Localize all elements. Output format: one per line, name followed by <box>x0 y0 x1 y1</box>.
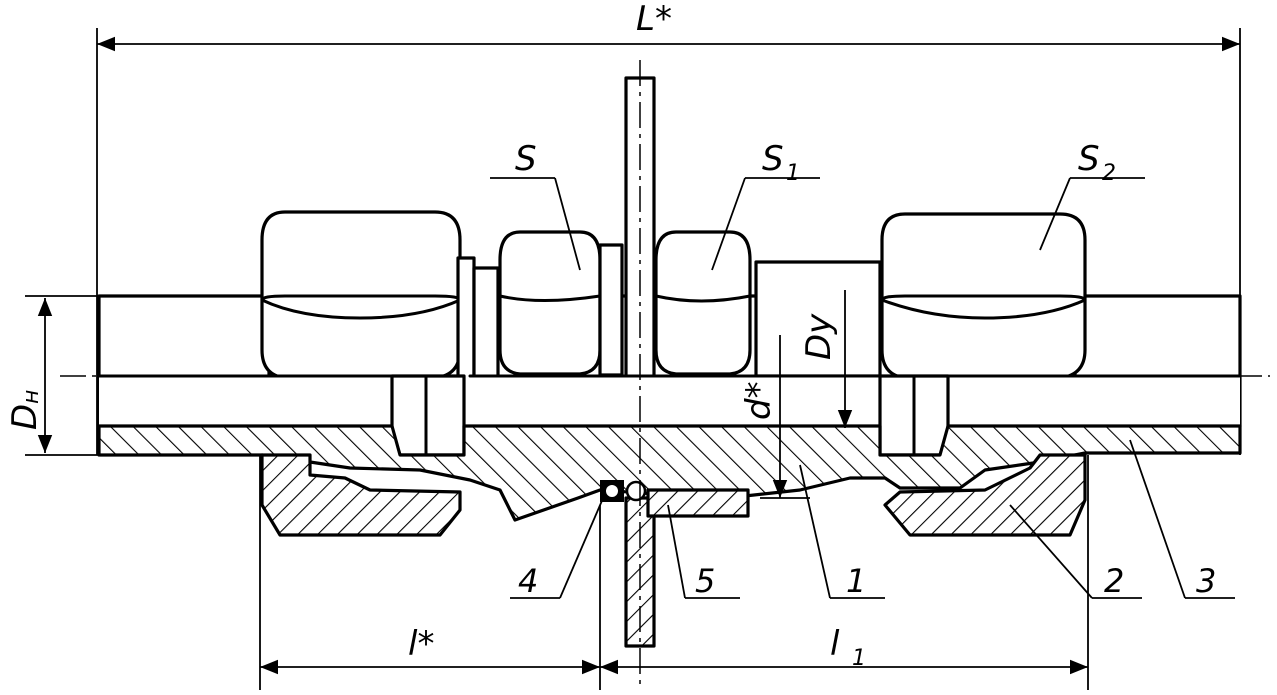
part-number-labels: 4 5 1 2 3 <box>518 562 1216 600</box>
wrench-size-s-label: S <box>515 139 537 179</box>
svg-text:l: l <box>830 624 840 664</box>
svg-text:1: 1 <box>852 646 866 671</box>
svg-text:1: 1 <box>786 161 800 186</box>
total-length-label: L* <box>636 0 672 39</box>
right-length-label: l 1 <box>830 624 866 671</box>
inner-diameter-label: d* <box>739 381 779 420</box>
center-nut-left-collar <box>598 243 624 377</box>
part-number-2: 2 <box>1104 562 1124 600</box>
part-number-1: 1 <box>846 562 866 600</box>
outer-diameter-label: D н <box>5 390 45 430</box>
wrench-size-s2-label: S 2 <box>1078 139 1116 186</box>
svg-text:D: D <box>5 404 45 430</box>
part-number-3: 3 <box>1196 562 1216 600</box>
part-number-5: 5 <box>695 562 715 600</box>
svg-text:d*: d* <box>739 381 779 420</box>
center-nut-left-hex <box>498 230 602 376</box>
svg-text:2: 2 <box>1102 161 1116 186</box>
center-nut-right-hex <box>654 230 752 376</box>
svg-text:S: S <box>515 139 537 179</box>
right-union-nut-hex <box>880 212 1087 380</box>
seal-ring <box>600 480 647 502</box>
svg-text:н: н <box>19 390 44 404</box>
svg-text:S: S <box>1078 139 1100 179</box>
svg-text:L*: L* <box>636 0 672 39</box>
left-groove-neck <box>456 256 500 380</box>
part-number-4: 4 <box>518 562 538 600</box>
left-nut-lower-section <box>260 453 462 537</box>
leader-lines <box>490 177 1235 599</box>
wrench-size-s1-label: S 1 <box>762 139 800 186</box>
body-neck-right <box>754 260 882 378</box>
washer-section <box>646 488 750 518</box>
left-length-label: l* <box>408 624 434 664</box>
body-section-hatched <box>97 424 1242 522</box>
center-lines <box>60 60 1270 690</box>
svg-text:Dу: Dу <box>799 313 839 360</box>
svg-text:l*: l* <box>408 624 434 664</box>
nominal-bore-label: Dу <box>799 313 839 360</box>
right-nut-lower-section <box>883 453 1087 537</box>
bore-channel <box>97 374 1242 428</box>
left-union-nut-hex <box>260 210 462 380</box>
svg-text:S: S <box>762 139 784 179</box>
inner-diameter-marker <box>760 335 810 499</box>
left-cutting-ring <box>390 374 466 457</box>
right-cutting-ring <box>878 374 950 457</box>
